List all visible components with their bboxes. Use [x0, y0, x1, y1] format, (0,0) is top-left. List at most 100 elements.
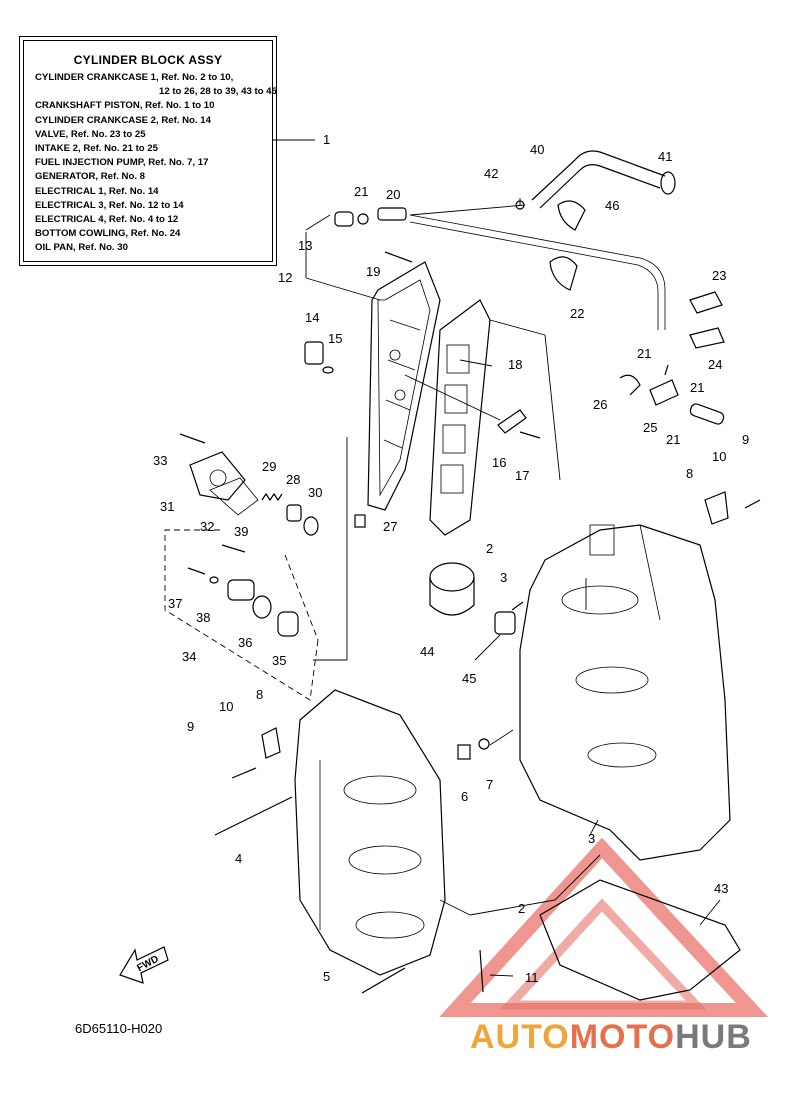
gasket-43	[539, 879, 741, 1001]
legend-list: CYLINDER CRANKCASE 1, Ref. No. 2 to 10, …	[35, 71, 277, 256]
callout-21: 21	[666, 432, 680, 447]
valve-24	[689, 327, 725, 349]
callout-13: 13	[298, 238, 312, 253]
watermark-auto: AUTO	[470, 1018, 570, 1056]
callout-9: 9	[187, 719, 194, 734]
hose-line	[409, 221, 659, 330]
group-34-dashed	[164, 529, 319, 701]
callout-27: 27	[383, 519, 397, 534]
callout-3: 3	[588, 831, 595, 846]
callout-32: 32	[200, 519, 214, 534]
callout-31: 31	[160, 499, 174, 514]
clamp-41	[660, 171, 676, 195]
watermark-triangle	[439, 837, 769, 1017]
cylinder-block	[519, 524, 731, 861]
callout-41: 41	[658, 149, 672, 164]
callout-25: 25	[643, 420, 657, 435]
callout-10: 10	[219, 699, 233, 714]
callout-11: 11	[525, 970, 539, 985]
legend-line: ELECTRICAL 3, Ref. No. 12 to 14	[35, 199, 184, 211]
joint-25	[649, 364, 679, 406]
cylinder-head-cover	[367, 261, 441, 511]
thermostat-28	[286, 504, 302, 522]
callout-21: 21	[690, 380, 704, 395]
bolt-5	[361, 967, 406, 994]
legend-line: INTAKE 2, Ref. No. 21 to 25	[35, 143, 158, 155]
callout-17: 17	[515, 468, 529, 483]
union-45	[494, 611, 516, 635]
callout-44: 44	[420, 644, 434, 659]
drawing-code: 6D65110-H020	[75, 1021, 163, 1036]
legend-line: GENERATOR, Ref. No. 8	[35, 171, 145, 183]
callout-21: 21	[637, 346, 651, 361]
oring-15	[322, 366, 334, 374]
legend-line: CYLINDER CRANKCASE 1, Ref. No. 2 to 10,	[35, 72, 234, 83]
head-gasket-18	[429, 299, 491, 536]
watermark-hub: HUB	[675, 1018, 752, 1056]
callout-6: 6	[461, 789, 468, 804]
plate-8-left	[261, 727, 281, 759]
callout-34: 34	[182, 649, 196, 664]
bolt-27	[354, 514, 366, 528]
stud-11	[479, 949, 484, 993]
callout-8: 8	[686, 466, 693, 481]
seal-36	[252, 595, 272, 619]
callout-30: 30	[308, 485, 322, 500]
washer-7	[478, 738, 490, 750]
bolt-4	[214, 796, 293, 836]
watermark-logo: AUTOMOTOHUB	[470, 1018, 752, 1057]
callout-14: 14	[305, 310, 319, 325]
legend-line: 12 to 26, 28 to 39, 43 to 45	[159, 86, 277, 98]
callout-45: 45	[462, 671, 476, 686]
hose-40	[531, 150, 666, 209]
legend-line: OIL PAN, Ref. No. 30	[35, 242, 128, 254]
callout-1: 1	[323, 132, 330, 147]
callout-26: 26	[593, 397, 607, 412]
callout-10: 10	[712, 449, 726, 464]
thermostat-cover-31	[189, 451, 246, 501]
fwd-label: FWD	[135, 954, 160, 974]
legend-line: CYLINDER CRANKCASE 2, Ref. No. 14	[35, 114, 211, 126]
spring-29	[261, 492, 283, 502]
callout-43: 43	[714, 881, 728, 896]
legend-title: CYLINDER BLOCK ASSY	[73, 53, 223, 67]
callout-21: 21	[354, 184, 368, 199]
callout-numbers: 1 2 2 3 3 4 5 6 7 8 8 9 9 10 10 11 12 13…	[153, 132, 749, 985]
hose-line	[409, 214, 666, 330]
callout-35: 35	[272, 653, 286, 668]
bolt-39	[221, 544, 246, 553]
legend-line: VALVE, Ref. No. 23 to 25	[35, 128, 146, 140]
legend-line: ELECTRICAL 1, Ref. No. 14	[35, 185, 159, 197]
sensor-14	[304, 341, 324, 365]
callout-2: 2	[486, 541, 493, 556]
callout-23: 23	[712, 268, 726, 283]
callout-38: 38	[196, 610, 210, 625]
callout-20: 20	[386, 187, 400, 202]
callout-15: 15	[328, 331, 342, 346]
callout-40: 40	[530, 142, 544, 157]
callout-24: 24	[708, 357, 722, 372]
callout-9: 9	[742, 432, 749, 447]
callout-39: 39	[234, 524, 248, 539]
sleeve-35	[277, 611, 299, 637]
callout-42: 42	[484, 166, 498, 181]
callout-33: 33	[153, 453, 167, 468]
housing-33x	[227, 579, 255, 601]
clamp-46	[557, 200, 586, 231]
callout-29: 29	[262, 459, 276, 474]
crankcase	[294, 689, 446, 976]
bolt-33	[179, 433, 206, 444]
callout-4: 4	[235, 851, 242, 866]
callout-22: 22	[570, 306, 584, 321]
callout-12: 12	[278, 270, 292, 285]
bracket-22	[549, 256, 578, 291]
legend-box: CYLINDER BLOCK ASSY CYLINDER CRANKCASE 1…	[19, 36, 277, 266]
pin-3	[511, 601, 524, 611]
oring-38	[209, 576, 219, 584]
gasket-32	[209, 477, 259, 516]
callout-7: 7	[486, 777, 493, 792]
watermark-moto: MOTO	[569, 1018, 676, 1056]
bolt-9-left	[231, 767, 257, 779]
elbow-26	[619, 374, 641, 396]
